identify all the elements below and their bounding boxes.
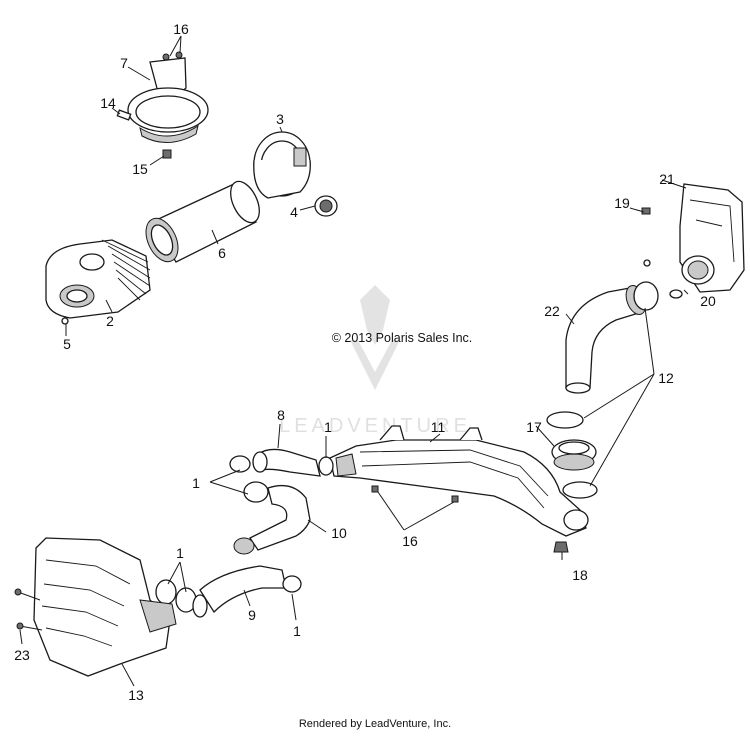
part-2-airbox xyxy=(45,239,151,319)
rendered-by-footer: Rendered by LeadVenture, Inc. xyxy=(299,718,451,730)
callout-11: 11 xyxy=(431,419,446,435)
watermark-logo xyxy=(360,285,390,345)
callout-20: 20 xyxy=(700,293,716,309)
callout-19: 19 xyxy=(614,195,630,211)
callout-1-lower: 1 xyxy=(176,545,184,561)
part-9-hose xyxy=(199,565,302,614)
callout-5: 5 xyxy=(63,336,71,352)
callout-9: 9 xyxy=(248,607,256,623)
part-17-coupler xyxy=(551,439,597,471)
callout-7: 7 xyxy=(120,55,128,71)
callout-14: 14 xyxy=(100,95,116,111)
callouts: 16 7 14 15 3 4 6 2 5 21 19 20 22 12 17 1… xyxy=(14,21,716,703)
callout-1-right: 1 xyxy=(293,623,301,639)
part-22-elbow xyxy=(565,281,659,394)
callout-21: 21 xyxy=(659,171,675,187)
part-20-boot xyxy=(669,255,715,299)
part-1-clamps-lower xyxy=(155,579,208,618)
part-4-fitting xyxy=(314,195,338,217)
callout-16-top: 16 xyxy=(173,21,189,37)
part-10-hose xyxy=(233,484,311,555)
part-6-filter xyxy=(145,180,260,263)
part-12-clamps xyxy=(546,411,598,499)
callout-15: 15 xyxy=(132,161,148,177)
part-15-nut xyxy=(162,149,172,159)
part-7-bracket xyxy=(127,51,209,143)
part-8-hose xyxy=(252,448,321,477)
part-16-nuts xyxy=(371,485,459,503)
part-19-screw xyxy=(641,207,651,267)
callout-4: 4 xyxy=(290,204,298,220)
callout-18: 18 xyxy=(572,567,588,583)
copyright-notice: © 2013 Polaris Sales Inc. xyxy=(332,331,473,345)
watermark-text: LEADVENTURE xyxy=(279,415,471,437)
callout-3: 3 xyxy=(276,111,284,127)
callout-23: 23 xyxy=(14,647,30,663)
part-1-clamps-upper xyxy=(229,455,334,503)
callout-22: 22 xyxy=(544,303,560,319)
callout-17: 17 xyxy=(526,419,542,435)
callout-1-center: 1 xyxy=(324,419,332,435)
callout-16-bottom: 16 xyxy=(402,533,418,549)
part-11-duct xyxy=(329,425,589,537)
part-18-nut xyxy=(553,541,569,553)
leadventure-watermark: LEADVENTURE xyxy=(279,285,471,437)
part-3-ring xyxy=(253,131,311,199)
callout-2: 2 xyxy=(106,313,114,329)
leader-lines xyxy=(19,35,689,687)
part-13-housing xyxy=(33,537,177,677)
callout-1-left: 1 xyxy=(192,475,200,491)
watermark-chevron xyxy=(350,340,400,390)
callout-10: 10 xyxy=(331,525,347,541)
callout-8: 8 xyxy=(277,407,285,423)
callout-6: 6 xyxy=(218,245,226,261)
part-5-screw xyxy=(61,317,69,325)
callout-12: 12 xyxy=(658,370,674,386)
callout-13: 13 xyxy=(128,687,144,703)
part-23-bolts xyxy=(14,588,43,631)
